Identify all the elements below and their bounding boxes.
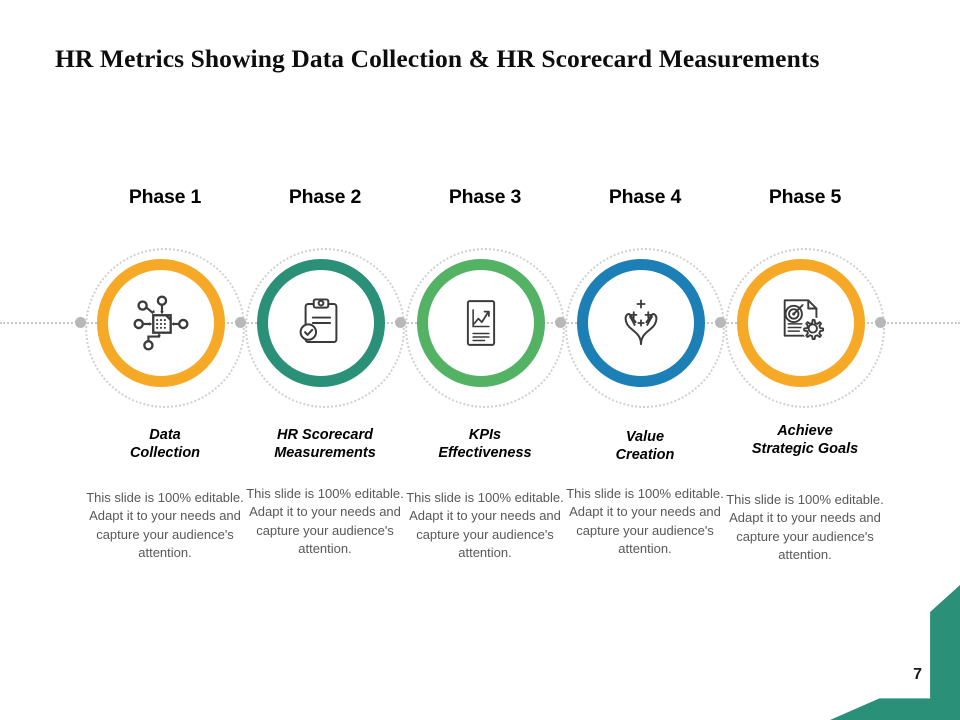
phase-caption-line2-1: Collection xyxy=(129,445,201,462)
phase-caption-line1-2: HR Scorecard xyxy=(277,427,373,443)
page-number: 7 xyxy=(913,666,922,683)
phase-circle-1[interactable] xyxy=(97,259,225,387)
phase-caption-5: Achieve Strategic Goals xyxy=(705,422,905,458)
phase-label-1: Phase 1 xyxy=(128,186,202,208)
phase-body-5: This slide is 100% editable. Adapt it to… xyxy=(726,492,884,563)
phase-circle-3[interactable] xyxy=(417,259,545,387)
document-growth-chart-icon xyxy=(453,295,509,351)
connector-node-2 xyxy=(395,317,406,328)
connector-node-3 xyxy=(555,317,566,328)
document-target-gear-icon xyxy=(772,294,830,352)
phase-column-2: Phase 2 HR Scorecard Measurements This s… xyxy=(230,0,420,720)
phase-column-5: Phase 5 xyxy=(710,0,900,720)
phase-caption-line2-5: Strategic Goals xyxy=(751,441,859,458)
phase-body-1: This slide is 100% editable. Adapt it to… xyxy=(86,490,244,561)
phase-label-2: Phase 2 xyxy=(288,186,362,208)
phase-label-3: Phase 3 xyxy=(448,186,522,208)
phase-body-3: This slide is 100% editable. Adapt it to… xyxy=(406,490,564,561)
connector-node-4 xyxy=(715,317,726,328)
phase-caption-1: Data Collection xyxy=(65,426,265,462)
phase-caption-line2-2: Measurements xyxy=(274,445,376,462)
connector-node-0 xyxy=(75,317,86,328)
dotted-arc-2 xyxy=(245,248,405,408)
hands-sparkles-icon xyxy=(612,294,670,352)
phase-body-4: This slide is 100% editable. Adapt it to… xyxy=(566,486,724,557)
connector-node-5 xyxy=(875,317,886,328)
phase-column-1: Phase 1 xyxy=(70,0,260,720)
phase-caption-2: HR Scorecard Measurements xyxy=(225,426,425,462)
phase-caption-3: KPIs Effectiveness xyxy=(385,426,585,462)
phase-circle-5[interactable] xyxy=(737,259,865,387)
corner-decoration xyxy=(830,585,960,720)
phase-circle-2[interactable] xyxy=(257,259,385,387)
phase-caption-4: Value Creation xyxy=(545,428,745,464)
connector-node-1 xyxy=(235,317,246,328)
dotted-arc-1 xyxy=(85,248,245,408)
phase-caption-line1-1: Data xyxy=(149,427,181,443)
phase-caption-line1-4: Value xyxy=(625,429,665,445)
phase-label-5: Phase 5 xyxy=(768,186,842,208)
phase-caption-line2-4: Creation xyxy=(615,447,675,464)
phase-body-2: This slide is 100% editable. Adapt it to… xyxy=(246,486,404,557)
dotted-arc-5 xyxy=(725,248,885,408)
phase-caption-line1-3: KPIs xyxy=(468,427,502,443)
data-collection-network-icon xyxy=(130,292,192,354)
phase-column-3: Phase 3 KPIs Effectiveness This slide is… xyxy=(390,0,580,720)
dotted-arc-3 xyxy=(405,248,565,408)
page-title: HR Metrics Showing Data Collection & HR … xyxy=(55,44,820,73)
clipboard-check-icon xyxy=(292,294,350,352)
phase-caption-line2-3: Effectiveness xyxy=(438,445,532,462)
phase-circle-4[interactable] xyxy=(577,259,705,387)
corner-teal-shape xyxy=(830,585,960,720)
phase-column-4: Phase 4 Value xyxy=(550,0,740,720)
phase-caption-line1-5: Achieve xyxy=(777,423,833,439)
dotted-arc-4 xyxy=(565,248,725,408)
phase-label-4: Phase 4 xyxy=(608,186,682,208)
